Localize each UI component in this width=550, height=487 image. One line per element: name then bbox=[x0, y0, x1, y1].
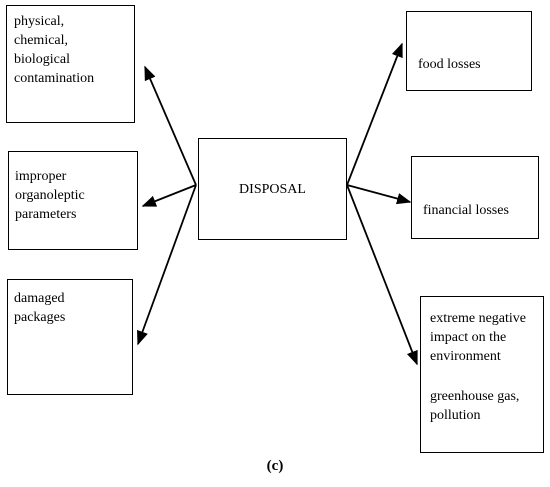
figure-caption: (c) bbox=[266, 458, 284, 474]
effect-text-food-losses: food losses bbox=[418, 55, 481, 74]
cause-text-contamination: physical, chemical, biological contamina… bbox=[14, 12, 94, 88]
effect-line: pollution bbox=[430, 408, 481, 423]
arrow-to-food-losses bbox=[346, 42, 403, 186]
effect-box-food-losses bbox=[406, 11, 532, 91]
arrow-to-financial-losses bbox=[346, 184, 412, 205]
cause-line: organoleptic bbox=[15, 188, 85, 203]
cause-box-contamination bbox=[6, 5, 135, 123]
effect-box-financial-losses bbox=[411, 156, 539, 239]
center-label-disposal: DISPOSAL bbox=[239, 182, 306, 197]
arrow-to-environment bbox=[346, 184, 418, 366]
arrow-to-organoleptic bbox=[141, 184, 197, 207]
effect-line: extreme negative bbox=[430, 311, 527, 326]
cause-line: improper bbox=[15, 169, 67, 184]
cause-line: chemical, bbox=[14, 33, 69, 48]
cause-line: parameters bbox=[15, 207, 77, 222]
cause-box-organoleptic bbox=[8, 151, 138, 250]
effect-text-environment: extreme negative impact on the environme… bbox=[430, 309, 526, 366]
effect-line: environment bbox=[430, 349, 501, 364]
effect-line: food losses bbox=[418, 57, 481, 72]
center-box-disposal bbox=[198, 138, 347, 240]
arrow-to-contamination bbox=[144, 65, 197, 186]
effect-text-pollution: greenhouse gas, pollution bbox=[430, 387, 519, 425]
effect-text-financial-losses: financial losses bbox=[423, 201, 509, 220]
cause-line: biological bbox=[14, 52, 70, 67]
cause-line: contamination bbox=[14, 71, 95, 86]
cause-text-organoleptic: improper organoleptic parameters bbox=[15, 167, 85, 224]
cause-box-packages bbox=[7, 279, 133, 395]
effect-line: impact on the bbox=[430, 330, 507, 345]
effect-box-environment bbox=[420, 296, 544, 453]
cause-text-packages: damaged packages bbox=[14, 289, 65, 327]
effect-line: greenhouse gas, bbox=[430, 389, 520, 404]
cause-line: damaged bbox=[14, 291, 65, 306]
effect-line: financial losses bbox=[423, 203, 509, 218]
arrow-to-packages bbox=[137, 184, 197, 346]
cause-line: physical, bbox=[14, 14, 65, 29]
cause-line: packages bbox=[14, 310, 66, 325]
